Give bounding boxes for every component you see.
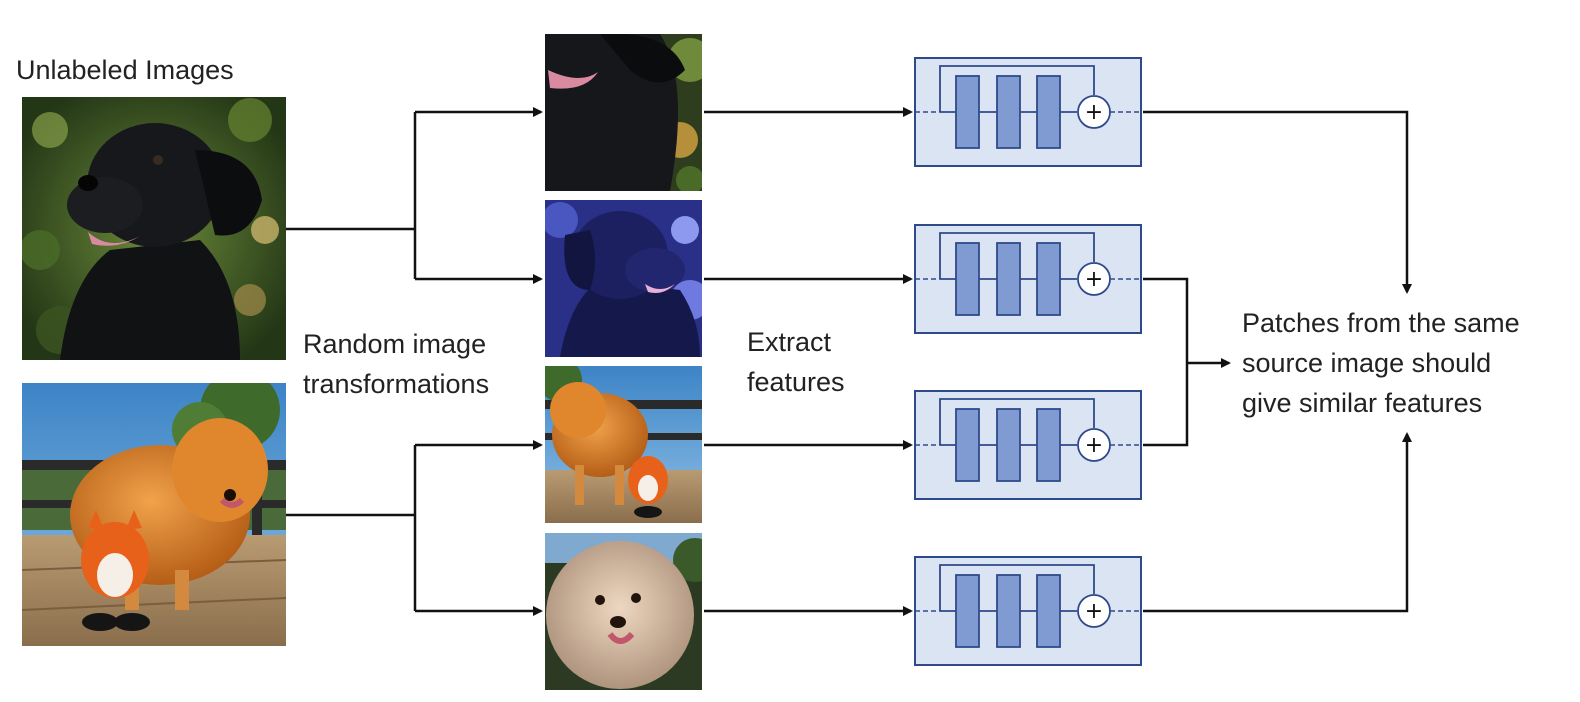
random-transformations-line-1: Random image xyxy=(303,329,487,359)
extract-features-line-2: features xyxy=(747,367,845,397)
add-node xyxy=(1077,262,1111,296)
layer-block xyxy=(996,408,1021,482)
conclusion-label: Patches from the same source image shoul… xyxy=(1242,303,1520,423)
layer-block xyxy=(1036,574,1061,648)
feature-extractor-3: + xyxy=(914,390,1142,500)
random-transformations-label: Random image transformations xyxy=(303,324,489,404)
source-image-black-labrador xyxy=(22,97,286,360)
branch-connector-1 xyxy=(286,107,543,284)
layer-block xyxy=(996,75,1021,149)
feature-extractor-4: + xyxy=(914,556,1142,666)
add-node xyxy=(1077,594,1111,628)
patch-to-network-arrows xyxy=(704,107,913,616)
unlabeled-images-label: Unlabeled Images xyxy=(16,55,234,85)
feature-extractors: + + + + xyxy=(914,57,1142,666)
add-operator-label: + xyxy=(1085,599,1103,624)
conclusion-line-2: source image should xyxy=(1242,348,1492,378)
random-transformations-line-2: transformations xyxy=(303,369,490,399)
add-operator-label: + xyxy=(1085,100,1103,125)
layer-block xyxy=(955,242,980,316)
layer-block xyxy=(955,574,980,648)
layer-block xyxy=(955,75,980,149)
add-node xyxy=(1077,95,1111,129)
add-node xyxy=(1077,428,1111,462)
add-operator-label: + xyxy=(1085,267,1103,292)
network-to-conclusion-arrows xyxy=(1143,110,1412,613)
add-operator-label: + xyxy=(1085,433,1103,458)
layer-block xyxy=(955,408,980,482)
extract-features-line-1: Extract xyxy=(747,327,832,357)
patch-labrador-blue-flipped xyxy=(545,200,702,357)
patch-labrador-crop xyxy=(545,34,702,191)
extract-features-label: Extract features xyxy=(747,322,845,402)
source-image-pomeranian-with-fox-toy xyxy=(22,383,286,646)
feature-extractor-2: + xyxy=(914,224,1142,334)
layer-block xyxy=(996,242,1021,316)
patch-pomeranian-crop xyxy=(545,366,702,523)
patch-pomeranian-face xyxy=(545,533,702,690)
conclusion-line-1: Patches from the same xyxy=(1242,308,1520,338)
conclusion-line-3: give similar features xyxy=(1242,388,1483,418)
branch-connector-2 xyxy=(286,440,543,616)
layer-block xyxy=(1036,408,1061,482)
layer-block xyxy=(1036,75,1061,149)
layer-block xyxy=(996,574,1021,648)
feature-extractor-1: + xyxy=(914,57,1142,167)
layer-block xyxy=(1036,242,1061,316)
